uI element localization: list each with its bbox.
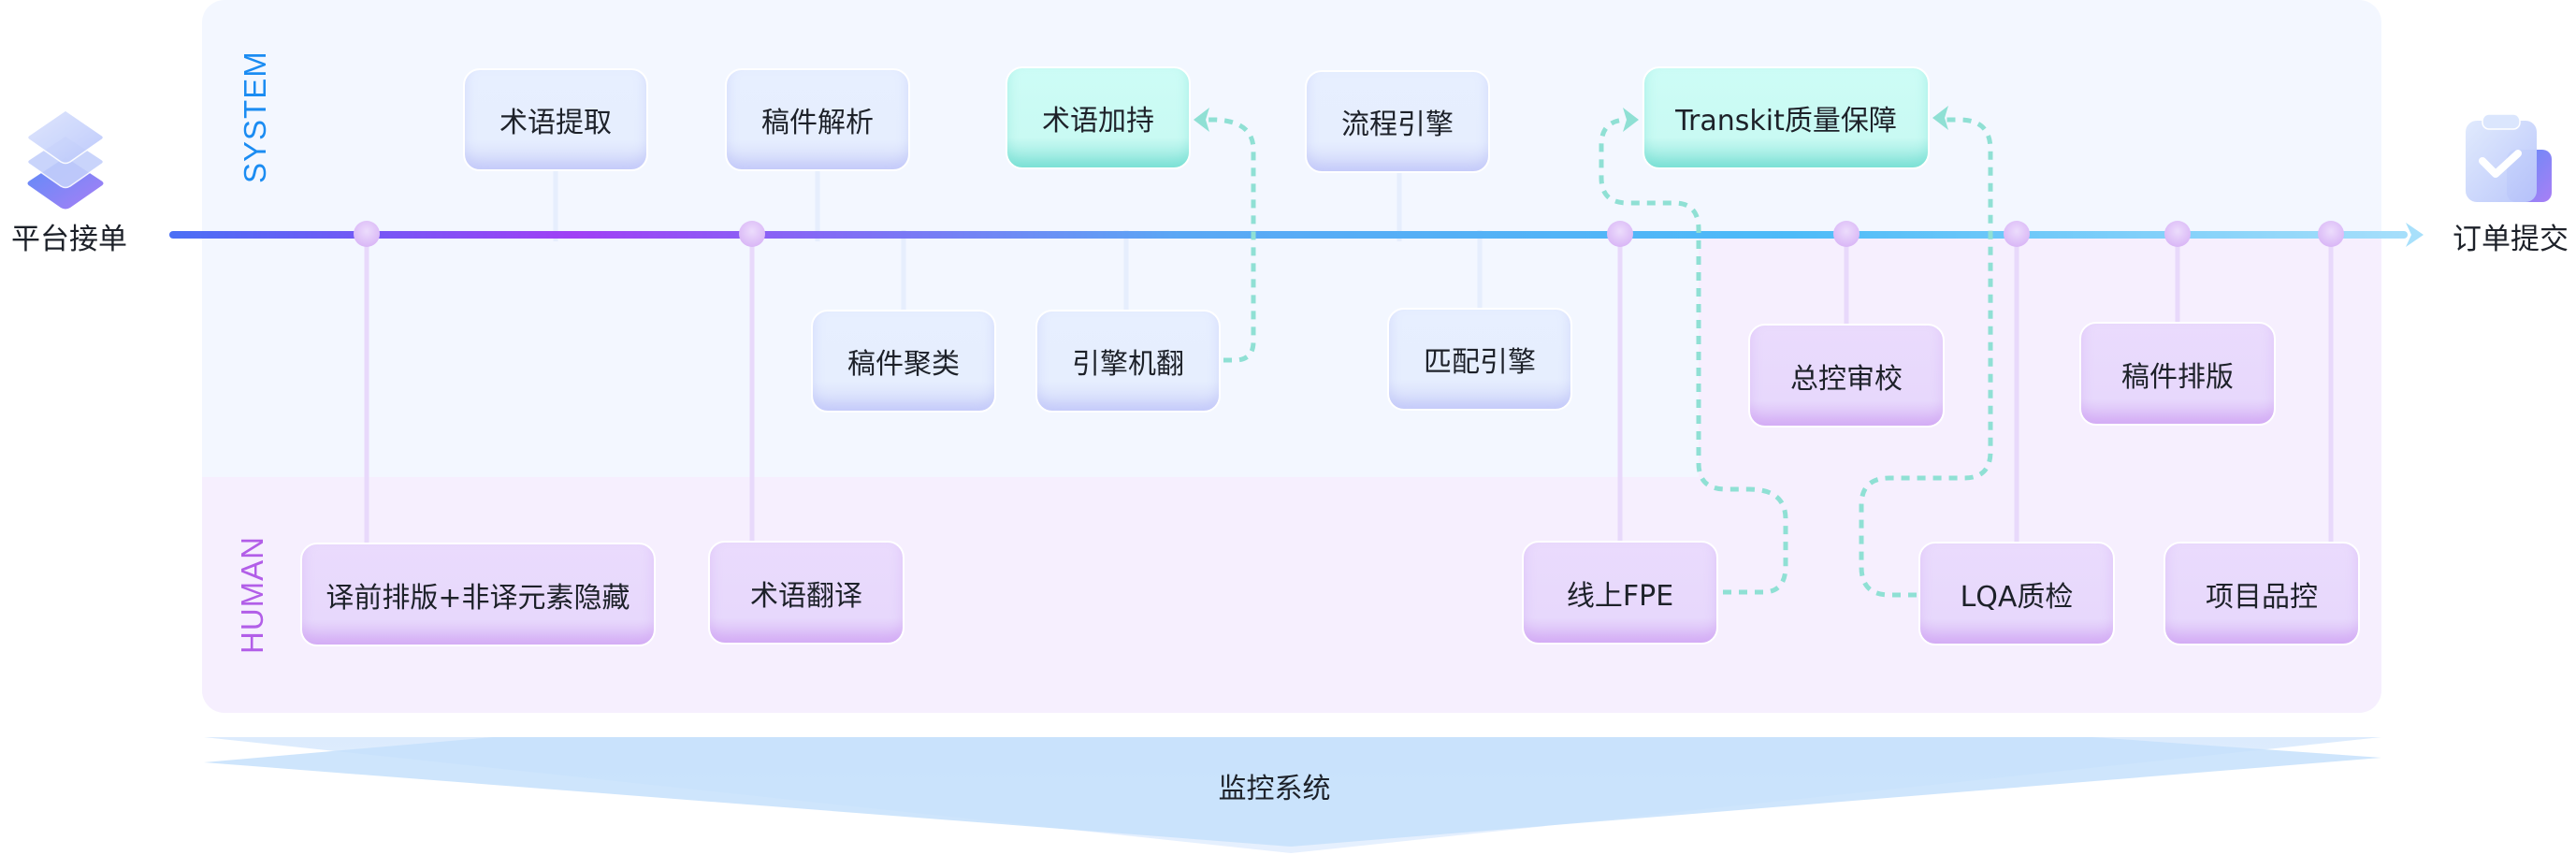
node-project-qc[interactable]: 项目品控	[2164, 542, 2360, 645]
human-connectors	[364, 245, 2334, 543]
node-master-review[interactable]: 总控审校	[1748, 324, 1945, 428]
monitor-banner	[204, 737, 2381, 853]
timeline-dot	[2004, 221, 2030, 247]
layers-stack-icon	[26, 109, 105, 210]
link-fpe-to-transkit	[1599, 117, 1788, 595]
monitor-wedge-inner	[204, 737, 2381, 847]
node-term-boost[interactable]: 术语加持	[1006, 66, 1191, 169]
node-pre-layout[interactable]: 译前排版+非译元素隐藏	[300, 543, 656, 646]
arrow-term-boost	[1194, 108, 1209, 132]
timeline-arrowhead	[2406, 223, 2424, 247]
arrow-transkit-right	[1932, 106, 1948, 130]
node-lqa[interactable]: LQA质检	[1918, 542, 2115, 645]
node-term-translate[interactable]: 术语翻译	[708, 541, 904, 645]
feedback-links	[1199, 117, 1993, 598]
monitor-label: 监控系统	[1218, 773, 1331, 805]
node-engine-mt[interactable]: 引擎机翻	[1035, 310, 1221, 413]
node-match-engine[interactable]: 匹配引擎	[1387, 308, 1572, 411]
timeline-dot	[2318, 221, 2344, 247]
node-transkit-qa[interactable]: Transkit质量保障	[1643, 66, 1930, 169]
start-label: 平台接单	[11, 223, 127, 256]
clipboard-check-icon	[2466, 113, 2552, 202]
node-term-extract[interactable]: 术语提取	[463, 68, 648, 171]
timeline-dot	[1833, 221, 1860, 247]
node-doc-cluster[interactable]: 稿件聚类	[811, 310, 996, 413]
feedback-arrowheads	[1194, 106, 1948, 132]
link-engine-mt-to-term-boost	[1199, 117, 1256, 363]
timeline-dot	[1607, 221, 1633, 247]
timeline-dot	[2164, 221, 2191, 247]
node-flow-engine[interactable]: 流程引擎	[1305, 70, 1490, 173]
node-online-fpe[interactable]: 线上FPE	[1522, 541, 1718, 645]
end-label: 订单提交	[2453, 223, 2569, 256]
node-doc-layout[interactable]: 稿件排版	[2079, 322, 2276, 426]
timeline-dot	[354, 221, 380, 247]
system-connectors	[553, 171, 1483, 310]
node-doc-parse[interactable]: 稿件解析	[725, 68, 910, 171]
timeline-dot	[739, 221, 765, 247]
arrow-transkit-left	[1623, 108, 1639, 132]
timeline-dots	[354, 221, 2344, 247]
